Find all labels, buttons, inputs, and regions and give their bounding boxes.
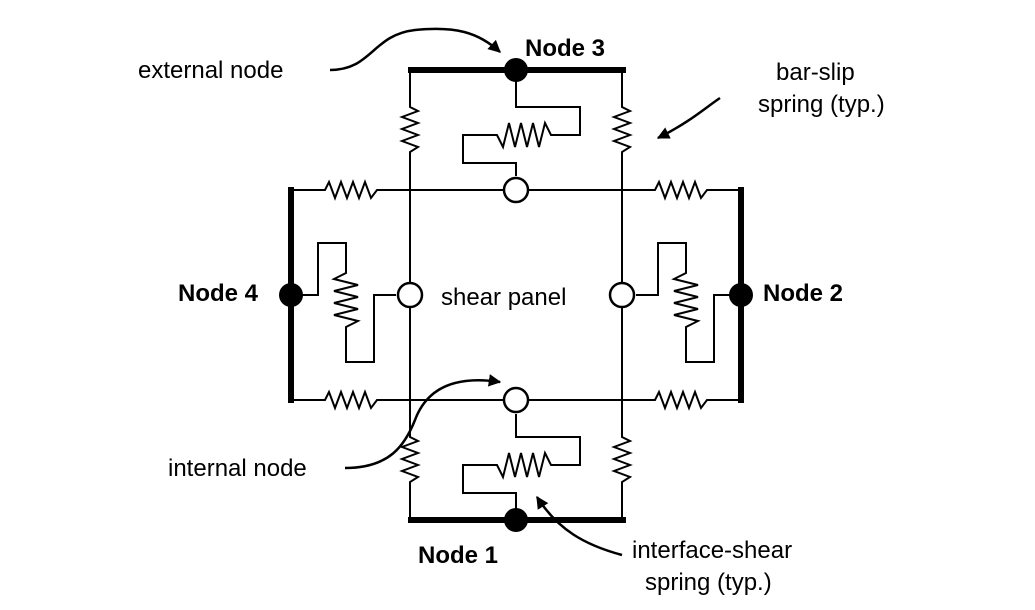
internal-node-arrow xyxy=(344,374,502,470)
interface-shear-label-line2: spring (typ.) xyxy=(645,569,772,596)
node-4-label: Node 4 xyxy=(178,280,259,307)
external-node-2 xyxy=(729,283,753,307)
shear-panel-label: shear panel xyxy=(441,284,566,311)
bar-slip-spring-bottom-right xyxy=(611,400,633,520)
external-node-4 xyxy=(279,283,303,307)
internal-node-left xyxy=(396,281,424,309)
bar-slip-arrow xyxy=(656,96,721,140)
internal-node-bottom xyxy=(502,386,530,414)
bar-slip-spring-left-bottom xyxy=(291,389,410,411)
bar-slip-label-line2: spring (typ.) xyxy=(758,91,885,118)
internal-node-label: internal node xyxy=(168,455,307,482)
bar-slip-spring-right-bottom xyxy=(622,389,741,411)
interface-shear-spring-left xyxy=(291,242,396,363)
interface-shear-arrow xyxy=(535,495,623,557)
external-node-arrow xyxy=(329,27,501,72)
interface-shear-spring-bottom xyxy=(462,414,581,520)
bar-slip-spring-bottom-left xyxy=(399,400,421,520)
bar-slip-spring-right-top xyxy=(622,179,741,201)
external-node-label: external node xyxy=(138,57,283,84)
interface-shear-spring-top xyxy=(462,70,581,176)
node-2-label: Node 2 xyxy=(763,280,843,307)
external-node-1 xyxy=(504,508,528,532)
bar-slip-spring-left-top xyxy=(291,179,410,201)
internal-node-right xyxy=(608,281,636,309)
interface-shear-spring-right xyxy=(636,242,741,363)
external-node-3 xyxy=(504,58,528,82)
internal-node-top xyxy=(502,176,530,204)
bar-slip-label-line1: bar-slip xyxy=(776,59,855,86)
bar-slip-spring-top-right xyxy=(611,70,633,190)
node-3-label: Node 3 xyxy=(525,35,605,62)
bar-slip-spring-top-left xyxy=(399,70,421,190)
interface-shear-label-line1: interface-shear xyxy=(632,537,792,564)
node-1-label: Node 1 xyxy=(418,542,498,569)
